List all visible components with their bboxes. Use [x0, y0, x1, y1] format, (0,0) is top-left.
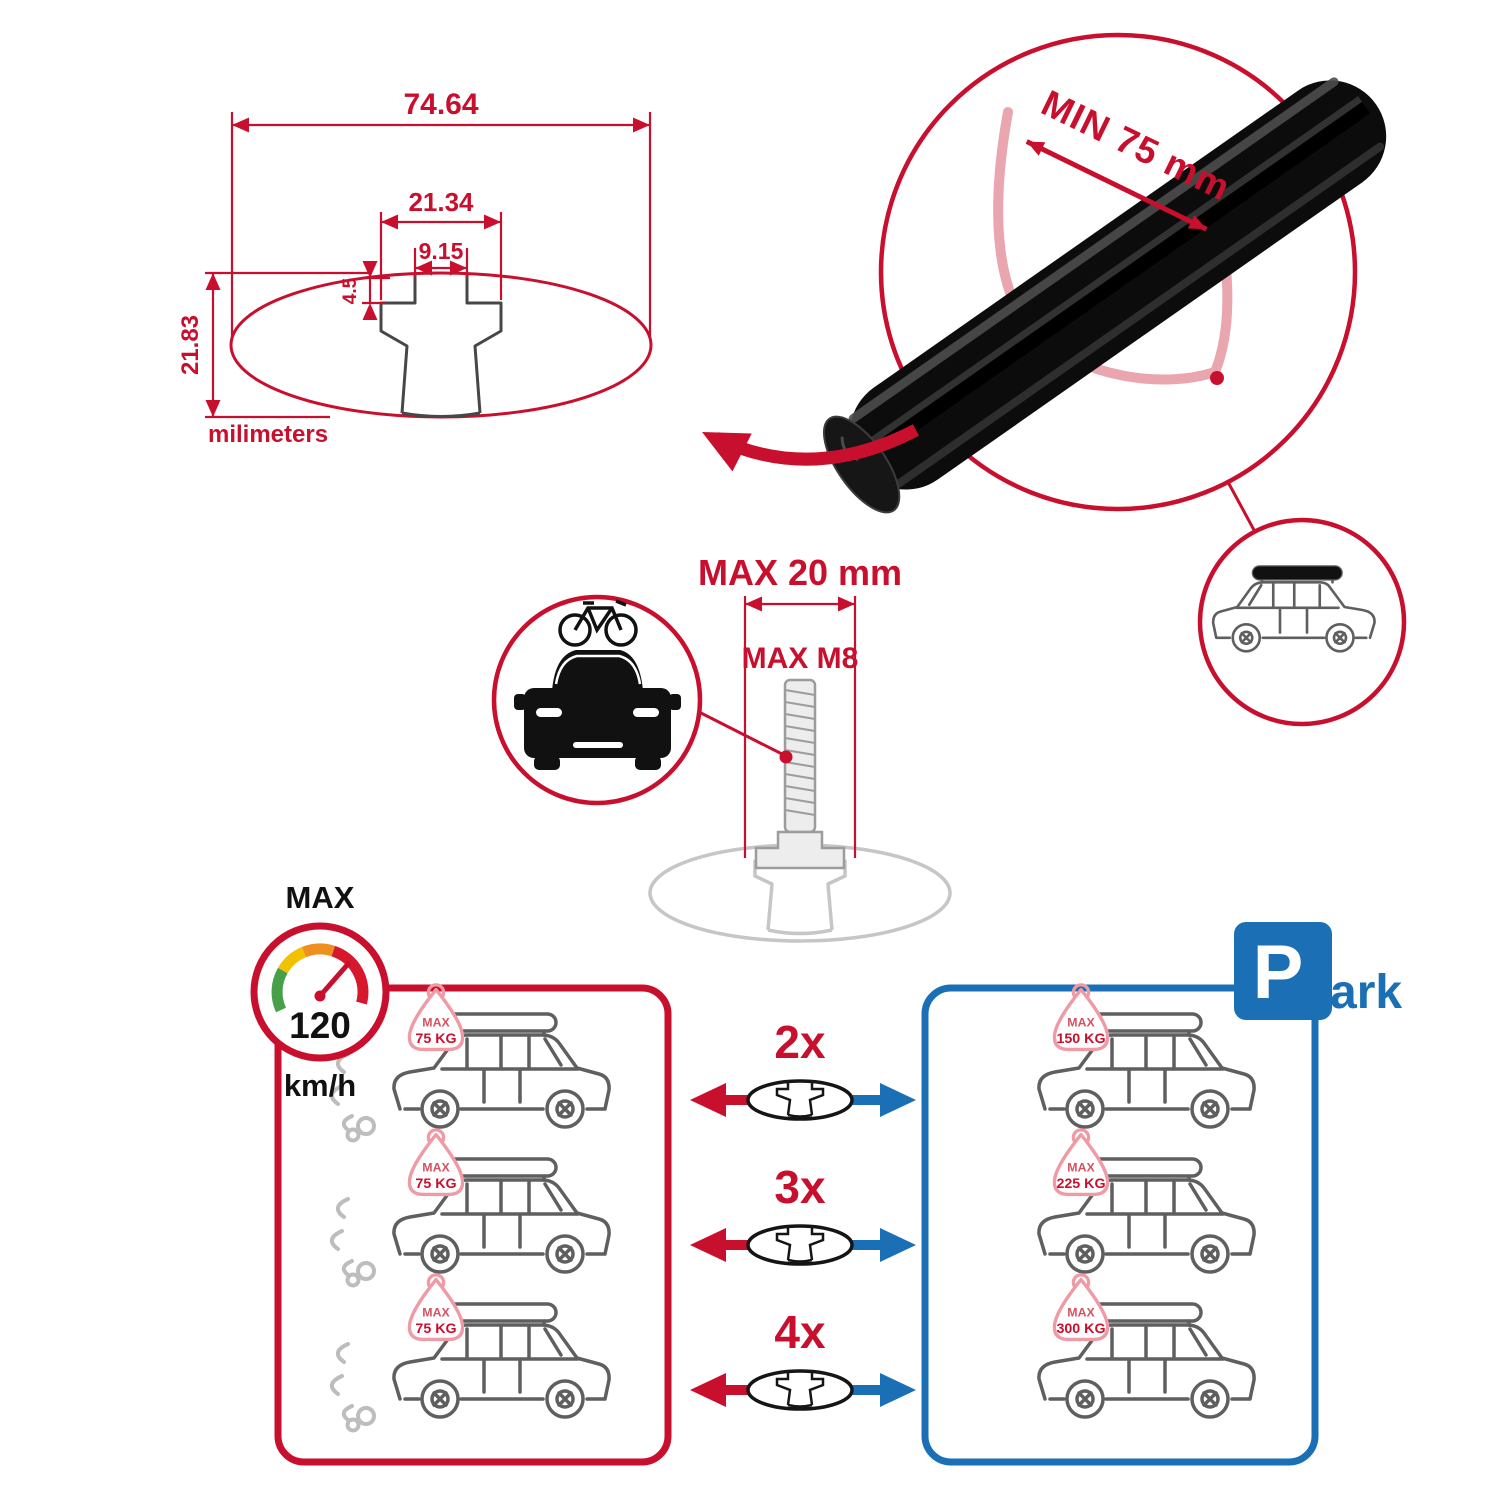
profile-channel-bottom: [401, 411, 481, 418]
load-tag-driving-3: MAX 75 KG: [407, 1273, 465, 1342]
multiplier-2: 3x: [774, 1161, 826, 1213]
cross-section-diagram: 74.64 21.34 9.15 4.5 21.83 milimeters: [177, 88, 653, 448]
bolt-threads: [784, 689, 816, 816]
parking-sign: P ark: [1234, 922, 1402, 1020]
speed-value: 120: [289, 1005, 351, 1046]
bolt-diagram: MAX 20 mm MAX M8: [648, 552, 952, 943]
speedometer: MAX 120 km/h: [250, 880, 390, 1103]
load-tag-driving-1: MAX 75 KG: [407, 983, 465, 1052]
dimension-lines: [205, 112, 652, 419]
load-tag-parked-3: MAX 300 KG: [1052, 1273, 1110, 1342]
left-arrowhead-icon: [690, 1373, 726, 1407]
parked-cars: MAX 150 KG MAX 225 KG MAX 300 KG: [1037, 983, 1256, 1419]
crossbar-render: [822, 77, 1387, 514]
multiplier-3: 4x: [774, 1306, 826, 1358]
parking-sign-square: [1234, 922, 1332, 1020]
right-arrowhead-icon: [880, 1228, 916, 1262]
dim-lip-height: 4.5: [340, 277, 361, 304]
roof-box-icon: [1253, 566, 1342, 580]
dim-channel-width: 21.34: [408, 187, 474, 217]
driving-box: [274, 984, 672, 1466]
parking-sign-suffix: ark: [1330, 966, 1402, 1019]
dim-profile-height: 21.83: [177, 315, 204, 375]
bike-car-icon: [491, 594, 703, 806]
tag-value: 75 KG: [415, 1031, 456, 1047]
tag-max-label: MAX: [1067, 1016, 1095, 1030]
load-tag-parked-2: MAX 225 KG: [1052, 1128, 1110, 1197]
multiplier-1: 2x: [774, 1016, 826, 1068]
dim-total-width: 74.64: [403, 88, 478, 121]
bolt-t-head: [754, 830, 846, 870]
leader-to-bolt: [698, 710, 783, 756]
tag-value: 150 KG: [1056, 1031, 1105, 1047]
tag-max-label: MAX: [422, 1161, 450, 1175]
left-arrowhead-icon: [690, 1228, 726, 1262]
crossbar-detail-circle: MIN 75 mm: [692, 32, 1387, 531]
left-arrowhead-icon: [690, 1083, 726, 1117]
right-arrowhead-icon: [880, 1083, 916, 1117]
gauge-arcs: [271, 943, 369, 1013]
parked-box: [921, 984, 1319, 1466]
gauge-hub: [314, 990, 326, 1002]
tag-max-label: MAX: [422, 1306, 450, 1320]
multiplier-rows: 2x 3x 4x: [690, 1016, 916, 1411]
tag-value: 225 KG: [1056, 1176, 1105, 1192]
pointer-arrowhead-icon: [692, 413, 752, 472]
clamp-dot: [1210, 371, 1224, 385]
profile-channel-right: [465, 275, 503, 414]
tag-value: 75 KG: [415, 1176, 456, 1192]
crossbar-profile-icon: [746, 1079, 854, 1121]
speed-title: MAX: [286, 880, 355, 915]
dim-slot-width: 9.15: [419, 238, 464, 264]
tag-value: 75 KG: [415, 1321, 456, 1337]
suv-circle-outline: [1197, 517, 1407, 727]
profile-ellipse: [229, 271, 653, 419]
load-tag-driving-2: MAX 75 KG: [407, 1128, 465, 1197]
suv-roofbox-circle: [1197, 517, 1407, 727]
tag-max-label: MAX: [1067, 1161, 1095, 1175]
bolt-max-length-label: MAX 20 mm: [698, 552, 902, 593]
car-front-icon: [514, 650, 681, 770]
load-tag-parked-1: MAX 150 KG: [1052, 983, 1110, 1052]
gauge-needle: [317, 961, 351, 999]
bolt-max-thread-label: MAX M8: [742, 642, 859, 675]
crossbar-profile-icon: [746, 1224, 854, 1266]
leader-to-suv: [1226, 481, 1256, 531]
right-arrowhead-icon: [880, 1373, 916, 1407]
tag-max-label: MAX: [1067, 1306, 1095, 1320]
tag-max-label: MAX: [422, 1016, 450, 1030]
speed-unit: km/h: [284, 1068, 356, 1103]
bike-icon: [558, 599, 638, 647]
parking-sign-letter: P: [1253, 930, 1304, 1015]
crossbar-profile-icon: [746, 1369, 854, 1411]
bolt-dot: [779, 750, 793, 764]
profile-channel-left: [379, 275, 417, 414]
driving-cars: MAX 75 KG MAX 75 KG MAX 75 KG: [329, 983, 611, 1433]
tag-value: 300 KG: [1056, 1321, 1105, 1337]
dim-units-label: milimeters: [208, 421, 328, 448]
